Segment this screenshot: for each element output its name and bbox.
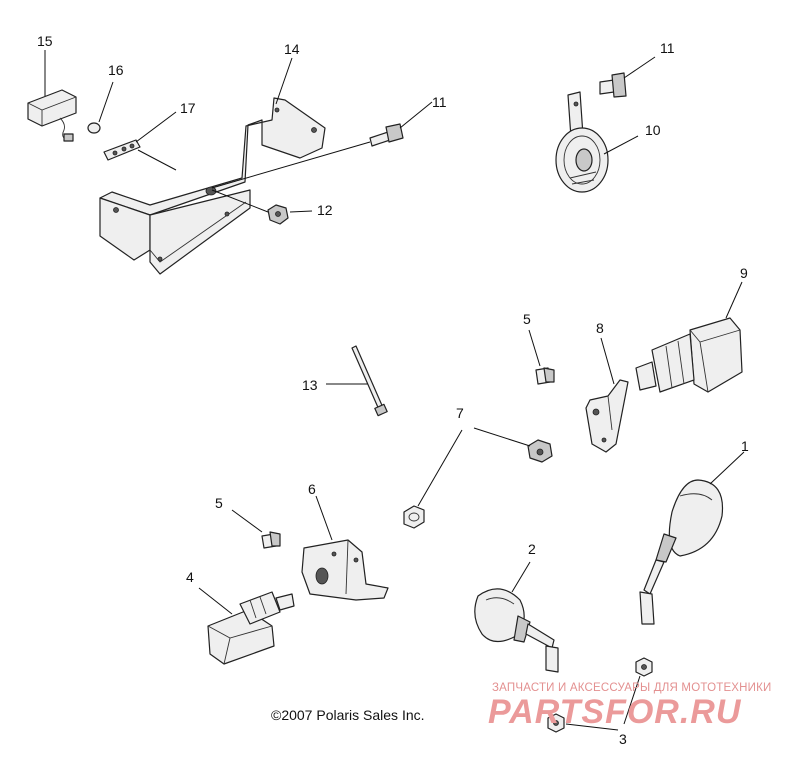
callout-1: 1 bbox=[741, 438, 749, 454]
leader-11a bbox=[399, 101, 433, 129]
part-7-nut bbox=[527, 439, 553, 463]
leader-7b bbox=[473, 427, 531, 447]
leader-2 bbox=[511, 561, 531, 593]
part-5-screw-upper bbox=[535, 367, 555, 385]
leader-6 bbox=[315, 495, 333, 541]
callout-15: 15 bbox=[37, 33, 53, 49]
callout-7: 7 bbox=[456, 405, 464, 421]
part-3-nut-upper bbox=[635, 657, 653, 677]
callout-10: 10 bbox=[645, 122, 661, 138]
leader-10 bbox=[603, 135, 639, 155]
part-9-turn-signal bbox=[635, 317, 743, 393]
callout-3: 3 bbox=[619, 731, 627, 747]
leader-8 bbox=[600, 337, 615, 385]
part-16-spacer bbox=[87, 122, 101, 134]
part-13-cable-tie bbox=[351, 345, 388, 417]
callout-4: 4 bbox=[186, 569, 194, 585]
leader-7a bbox=[417, 429, 463, 507]
part-12-nut bbox=[267, 204, 289, 225]
part-2-mirror-left bbox=[474, 588, 559, 673]
leader-bolt-line bbox=[211, 141, 371, 189]
leader-5b bbox=[231, 509, 263, 533]
part-17-plate bbox=[103, 139, 141, 161]
leader-14 bbox=[275, 57, 293, 105]
part-6-bracket bbox=[301, 539, 389, 601]
leader-3a bbox=[623, 675, 641, 725]
callout-12: 12 bbox=[317, 202, 333, 218]
part-7-nut-b bbox=[403, 505, 425, 529]
part-4-turn-signal bbox=[207, 591, 295, 665]
leader-1 bbox=[709, 451, 745, 485]
watermark-tagline: ЗАПЧАСТИ И АКСЕССУАРЫ ДЛЯ МОТОТЕХНИКИ bbox=[492, 682, 772, 694]
callout-9: 9 bbox=[740, 265, 748, 281]
part-11-bolt-right bbox=[599, 72, 627, 98]
callout-5b: 5 bbox=[215, 495, 223, 511]
callout-5a: 5 bbox=[523, 311, 531, 327]
leader-17b bbox=[137, 149, 177, 171]
callout-13: 13 bbox=[302, 377, 318, 393]
part-14-bracket bbox=[99, 97, 326, 275]
part-5-screw-lower bbox=[261, 531, 281, 549]
callout-2: 2 bbox=[528, 541, 536, 557]
leader-5a bbox=[528, 329, 541, 367]
leader-4 bbox=[198, 587, 233, 615]
callout-6: 6 bbox=[308, 481, 316, 497]
leader-17 bbox=[135, 111, 177, 143]
callout-11b: 11 bbox=[660, 40, 675, 56]
watermark-brand: PARTSFOR.RU bbox=[488, 693, 742, 731]
leader-11b bbox=[623, 56, 656, 79]
leader-3b bbox=[565, 723, 619, 731]
callout-16: 16 bbox=[108, 62, 124, 78]
part-11-bolt-left bbox=[369, 123, 404, 147]
leader-16 bbox=[98, 81, 114, 123]
part-8-bracket bbox=[585, 379, 629, 453]
part-15-connector bbox=[27, 89, 77, 142]
callout-17: 17 bbox=[180, 100, 196, 116]
part-10-horn bbox=[555, 91, 609, 193]
part-1-mirror-right bbox=[639, 479, 724, 625]
part-3-nut-lower bbox=[547, 713, 565, 733]
leader-9 bbox=[725, 281, 743, 319]
callout-11a: 11 bbox=[432, 94, 447, 110]
copyright-notice: ©2007 Polaris Sales Inc. bbox=[271, 707, 425, 723]
leader-12b bbox=[211, 189, 269, 213]
callout-14: 14 bbox=[284, 41, 300, 57]
leader-12 bbox=[289, 210, 313, 213]
callout-8: 8 bbox=[596, 320, 604, 336]
